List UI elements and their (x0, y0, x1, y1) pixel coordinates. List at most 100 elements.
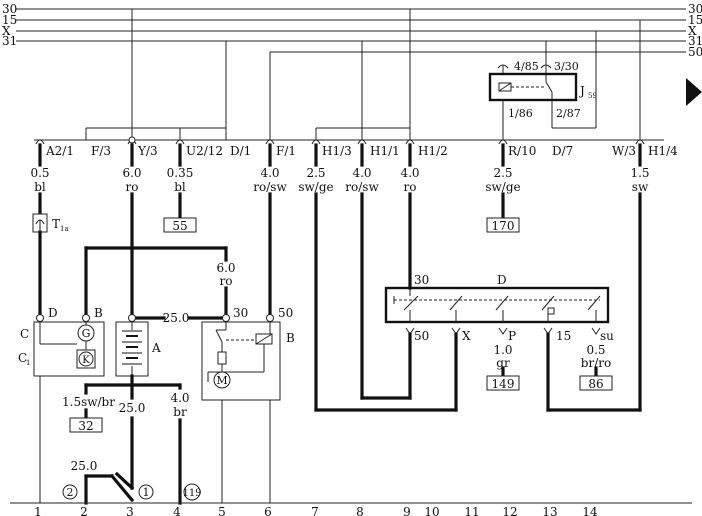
svg-text:10: 10 (424, 505, 439, 516)
svg-text:55: 55 (172, 219, 187, 233)
svg-text:1.5: 1.5 (630, 166, 649, 180)
svg-text:J: J (578, 84, 585, 98)
svg-text:50: 50 (688, 45, 702, 59)
svg-text:1: 1 (34, 505, 42, 516)
ignition-switch-d: 30 D 50 X P 15 su (384, 273, 614, 343)
svg-text:30: 30 (233, 306, 248, 320)
svg-text:X: X (688, 24, 697, 38)
svg-text:gr: gr (496, 356, 510, 370)
svg-text:25.0: 25.0 (71, 459, 98, 473)
svg-text:15: 15 (556, 329, 571, 343)
ground-marker-1: 1 (138, 484, 154, 500)
svg-text:W/3: W/3 (612, 144, 636, 158)
svg-text:30: 30 (414, 273, 429, 287)
svg-text:4.0: 4.0 (170, 391, 189, 405)
svg-text:D/1: D/1 (230, 144, 251, 158)
svg-text:F/3: F/3 (91, 144, 111, 158)
svg-text:1: 1 (26, 359, 30, 367)
svg-text:B: B (94, 306, 103, 320)
svg-text:149: 149 (492, 377, 515, 391)
wire-labels: 0.5 bl 6.0 ro 0.35 bl 4.0 ro/sw 2.5 sw/g… (30, 166, 649, 194)
svg-text:32: 32 (78, 419, 93, 433)
svg-text:br: br (173, 405, 187, 419)
svg-text:4/85: 4/85 (514, 60, 539, 73)
svg-text:4.0: 4.0 (352, 166, 371, 180)
svg-text:B: B (286, 331, 295, 345)
svg-text:D: D (48, 306, 58, 320)
ground-marker-2: 2 (62, 484, 78, 500)
svg-text:ro/sw: ro/sw (253, 180, 287, 194)
svg-text:Y/3: Y/3 (137, 144, 158, 158)
svg-text:3: 3 (126, 505, 134, 516)
svg-text:A2/1: A2/1 (45, 144, 74, 158)
svg-text:0.35: 0.35 (167, 166, 194, 180)
svg-text:14: 14 (582, 505, 598, 516)
svg-text:2.5: 2.5 (306, 166, 325, 180)
svg-text:T: T (52, 217, 60, 231)
svg-text:1/86: 1/86 (508, 107, 533, 120)
svg-text:ro: ro (404, 180, 417, 194)
starter-b: 30 50 B M (201, 306, 295, 503)
svg-text:2: 2 (67, 486, 74, 499)
svg-text:12: 12 (502, 505, 517, 516)
svg-text:8: 8 (356, 505, 364, 516)
svg-text:bl: bl (34, 180, 46, 194)
svg-text:sw/ge: sw/ge (298, 180, 333, 194)
svg-text:59: 59 (588, 92, 597, 100)
svg-text:H1/2: H1/2 (418, 144, 448, 158)
svg-text:25.0: 25.0 (163, 311, 190, 325)
svg-text:su: su (600, 329, 614, 343)
svg-text:5: 5 (218, 505, 226, 516)
svg-text:50: 50 (414, 329, 429, 343)
svg-text:6.0: 6.0 (122, 166, 141, 180)
svg-text:1a: 1a (60, 225, 69, 233)
svg-text:4: 4 (173, 505, 181, 516)
svg-text:1: 1 (143, 486, 150, 499)
svg-text:X: X (462, 329, 471, 343)
svg-text:50: 50 (278, 306, 293, 320)
svg-text:P: P (508, 329, 516, 343)
svg-text:2.5: 2.5 (493, 166, 512, 180)
svg-text:ro: ro (220, 274, 233, 288)
svg-text:1.0: 1.0 (493, 343, 512, 357)
svg-text:6: 6 (264, 505, 272, 516)
svg-text:R/10: R/10 (508, 144, 536, 158)
svg-text:C: C (20, 327, 29, 341)
svg-text:86: 86 (588, 377, 603, 391)
rail-x: X X (2, 24, 697, 38)
rail-15: 15 15 (2, 13, 702, 27)
svg-text:br/ro: br/ro (581, 356, 611, 370)
svg-text:sw: sw (632, 180, 649, 194)
svg-text:G: G (82, 327, 91, 340)
svg-text:30: 30 (688, 2, 702, 16)
rail-30: 30 30 (2, 2, 702, 16)
svg-text:2/87: 2/87 (556, 107, 581, 120)
rail-31: 31 31 (2, 34, 702, 48)
svg-text:ro/sw: ro/sw (345, 180, 379, 194)
battery-a: A (115, 314, 161, 377)
svg-text:sw/ge: sw/ge (485, 180, 520, 194)
relay-j59: 4/85 3/30 J 59 1/86 2/87 (488, 60, 597, 140)
svg-text:25.0: 25.0 (119, 401, 146, 415)
next-page-arrow-icon[interactable] (686, 78, 702, 106)
svg-text:X: X (2, 24, 11, 38)
svg-text:1.5sw/br: 1.5sw/br (62, 395, 115, 409)
svg-text:0.5: 0.5 (586, 343, 605, 357)
svg-text:15: 15 (688, 13, 702, 27)
svg-text:0.5: 0.5 (30, 166, 49, 180)
svg-text:ro: ro (126, 180, 139, 194)
svg-text:170: 170 (492, 219, 515, 233)
column-numbers: 1 2 3 4 5 6 7 8 9 10 11 12 13 14 (34, 505, 598, 516)
svg-text:4.0: 4.0 (260, 166, 279, 180)
svg-text:31: 31 (688, 34, 702, 48)
svg-text:F/1: F/1 (276, 144, 296, 158)
svg-text:13: 13 (542, 505, 557, 516)
svg-text:H1/3: H1/3 (322, 144, 352, 158)
svg-text:30: 30 (2, 2, 17, 16)
connector-labels: A2/1 F/3 Y/3 U2/12 D/1 F/1 H1/3 H1/1 H1/… (45, 144, 678, 158)
svg-text:D: D (497, 273, 507, 287)
svg-text:bl: bl (174, 180, 186, 194)
svg-text:119: 119 (182, 488, 201, 499)
